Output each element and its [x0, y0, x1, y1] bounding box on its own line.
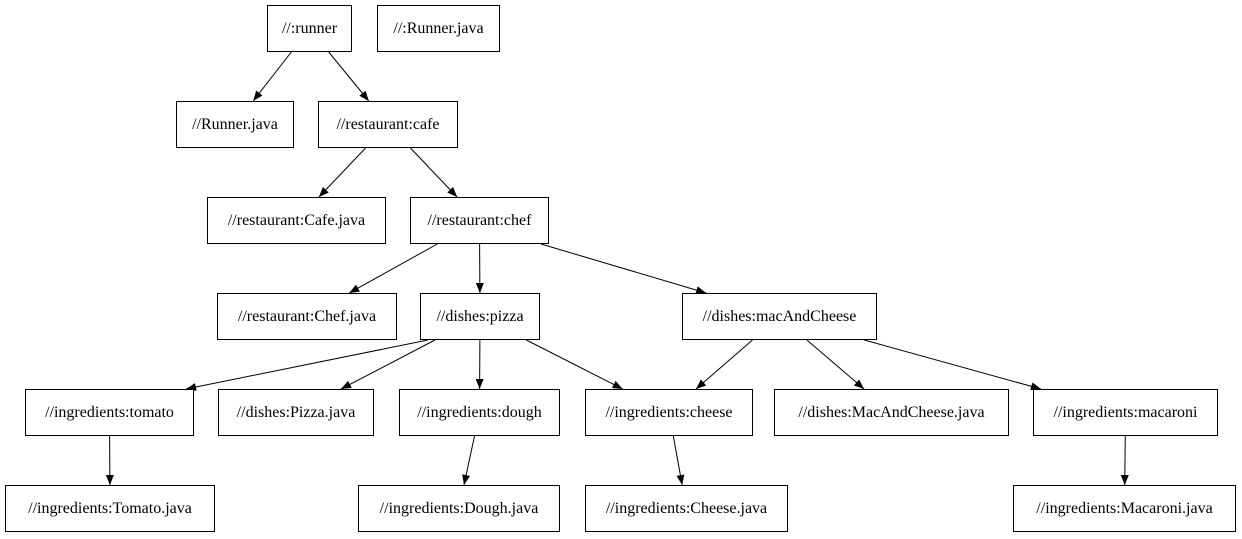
graph-node-label: //restaurant:cafe: [336, 115, 440, 133]
graph-node-dough: //ingredients:dough: [399, 389, 560, 436]
graph-node-cafe: //restaurant:cafe: [318, 101, 458, 148]
graph-node-label: //ingredients:Cheese.java: [605, 499, 768, 517]
graph-node-macaroni: //ingredients:macaroni: [1033, 389, 1218, 436]
graph-node-label: //dishes:Pizza.java: [236, 403, 356, 421]
graph-node-cheese: //ingredients:cheese: [585, 389, 753, 436]
edge-chef-to-chef-java: [348, 243, 438, 294]
graph-node-label: //restaurant:Chef.java: [237, 307, 377, 325]
graph-node-label: //:Runner.java: [393, 19, 484, 37]
graph-node-label: //Runner.java: [192, 115, 278, 133]
graph-node-label: //ingredients:Dough.java: [379, 499, 539, 517]
graph-node-mac-and-cheese-java: //dishes:MacAndCheese.java: [774, 389, 1009, 436]
edge-mac-and-cheese-to-mac-and-cheese-java: [806, 339, 865, 390]
edge-cafe-to-chef: [410, 147, 458, 198]
graph-node-label: //restaurant:Cafe.java: [227, 211, 366, 229]
graph-node-pizza-java: //dishes:Pizza.java: [218, 389, 374, 436]
graph-node-macaroni-java: //ingredients:Macaroni.java: [1013, 485, 1236, 532]
edge-macaroni-to-macaroni-java: [1120, 435, 1129, 486]
graph-node-label: //ingredients:tomato: [45, 403, 174, 421]
edge-mac-and-cheese-to-cheese: [695, 339, 753, 390]
edge-runner-to-cafe: [328, 51, 370, 102]
edge-pizza-to-tomato: [185, 339, 429, 391]
edge-mac-and-cheese-to-macaroni: [864, 339, 1042, 391]
graph-node-label: //ingredients:Macaroni.java: [1036, 499, 1213, 517]
edge-pizza-to-pizza-java: [340, 339, 436, 390]
graph-node-label: //ingredients:dough: [417, 403, 542, 421]
graph-node-label: //dishes:macAndCheese: [702, 307, 857, 325]
edge-pizza-to-cheese: [526, 339, 623, 390]
graph-node-pizza: //dishes:pizza: [420, 293, 540, 340]
graph-node-mac-and-cheese: //dishes:macAndCheese: [682, 293, 877, 340]
graph-node-root-runner-java: //:Runner.java: [377, 5, 500, 52]
graph-node-chef: //restaurant:chef: [410, 197, 549, 244]
graph-node-label: //ingredients:cheese: [605, 403, 733, 421]
graph-node-label: //:runner: [281, 19, 338, 37]
graph-node-cheese-java: //ingredients:Cheese.java: [585, 485, 788, 532]
graph-node-runner: //:runner: [267, 5, 352, 52]
graph-node-chef-java: //restaurant:Chef.java: [217, 293, 397, 340]
graph-node-cafe-java: //restaurant:Cafe.java: [207, 197, 386, 244]
edge-cheese-to-cheese-java: [672, 435, 685, 486]
graph-node-tomato-java: //ingredients:Tomato.java: [5, 485, 215, 532]
edge-chef-to-mac-and-cheese: [540, 243, 707, 294]
edge-dough-to-dough-java: [462, 435, 475, 486]
graph-node-label: //ingredients:Tomato.java: [28, 499, 192, 517]
graph-node-label: //restaurant:chef: [427, 211, 532, 229]
edge-runner-to-runner-java: [252, 51, 292, 102]
graph-node-label: //ingredients:macaroni: [1053, 403, 1198, 421]
graph-node-runner-java: //Runner.java: [176, 101, 294, 148]
graph-node-dough-java: //ingredients:Dough.java: [358, 485, 560, 532]
graph-node-label: //dishes:pizza: [436, 307, 524, 325]
graph-node-tomato: //ingredients:tomato: [25, 389, 194, 436]
edge-cafe-to-cafe-java: [318, 147, 366, 198]
graph-node-label: //dishes:MacAndCheese.java: [798, 403, 985, 421]
